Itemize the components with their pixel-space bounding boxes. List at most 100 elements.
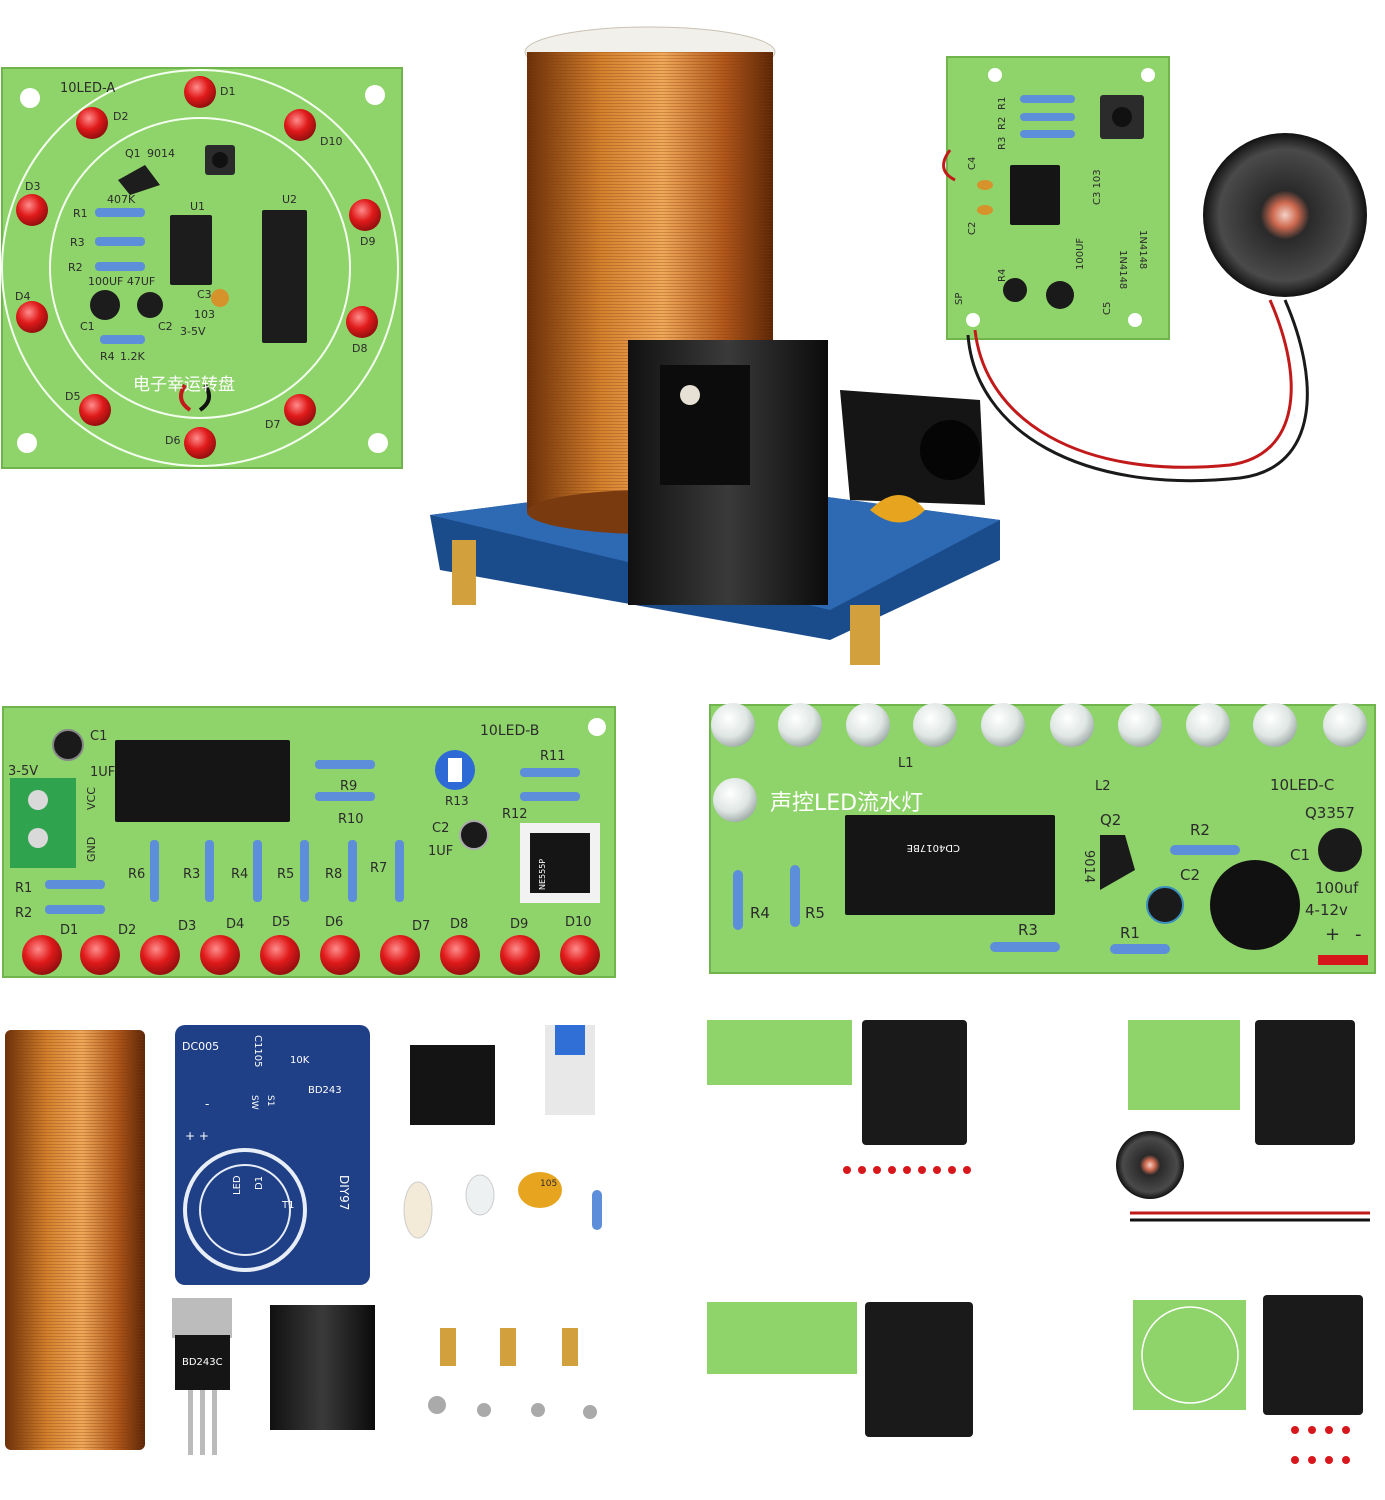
sound-label: 100UF: [1075, 238, 1086, 270]
r5-label: R5: [805, 904, 825, 922]
r4-value: 1.2K: [120, 350, 145, 363]
led-label: D2: [113, 110, 128, 123]
r4-label: R4: [100, 350, 115, 363]
board-a-resistors: [95, 208, 145, 344]
led-label: D9: [510, 917, 528, 932]
dc-label: DC005: [182, 1040, 219, 1053]
sound-label: C5: [1102, 302, 1113, 315]
sound-label: R1: [997, 97, 1008, 110]
sound-label: R3: [997, 137, 1008, 150]
board-c-leds: [711, 703, 1367, 822]
r2-label: R2: [15, 906, 32, 921]
resistor-label: R5: [277, 867, 294, 882]
r3-label: R3: [70, 236, 85, 249]
voltage-label: 3-5V: [8, 764, 38, 779]
c1-value: 1UF: [90, 765, 115, 780]
sound-label: 1N4148: [1137, 230, 1148, 269]
board-b-resistors: [45, 760, 580, 914]
led-label: D7: [412, 919, 430, 934]
q2-value: 9014: [1081, 850, 1096, 883]
led-label: D9: [360, 235, 375, 248]
c2-label: C2: [432, 821, 449, 836]
speaker-icon: [1203, 133, 1367, 297]
tesla-coil-assembled: [430, 26, 1000, 665]
board-b-model: 10LED-B: [480, 723, 539, 739]
r1-label: R1: [15, 881, 32, 896]
u1-label: U1: [190, 200, 205, 213]
resistor-label: R8: [325, 867, 342, 882]
sound-label: 1N4148: [1117, 250, 1128, 289]
r1-value: 10K: [290, 1055, 310, 1066]
resistor-label: R3: [183, 867, 200, 882]
led-label: D8: [352, 342, 367, 355]
ic-label: CD4017BE: [907, 842, 960, 853]
r12-label: R12: [502, 807, 528, 822]
led-label: D7: [265, 418, 280, 431]
sound-label: SP: [954, 293, 965, 305]
board-c-title: 声控LED流水灯: [770, 791, 923, 816]
r4-label: R4: [750, 904, 770, 922]
sw-label: SW: [249, 1095, 259, 1110]
cap-value: 105: [540, 1179, 557, 1189]
c2-label: C2: [158, 320, 173, 333]
board-b-leds: [22, 935, 600, 975]
c2-value: 1UF: [428, 844, 453, 859]
led-label: D2: [118, 923, 136, 938]
r10-label: R10: [338, 812, 364, 827]
sound-label: C2: [967, 222, 978, 235]
sound-board: R1 R2 R3 C4 C3 103 C2 1N4148 1N4148 R4 1…: [942, 56, 1367, 483]
u2-label: U2: [282, 193, 297, 206]
c1-label: C1: [1290, 846, 1310, 864]
board-b-flowing: 10LED-B C1 1UF 3-5V VCC GND R9 R10 R11 R…: [2, 706, 616, 978]
sound-label: C3 103: [1092, 169, 1103, 205]
board-a-led-labels: D1 D2 D3 D4 D5 D6 D7 D8 D9 D10: [15, 85, 375, 447]
c3-label: C3: [197, 288, 212, 301]
board-a-leds: [16, 76, 381, 459]
voltage-label: 3-5V: [180, 325, 206, 338]
led-label: D1: [60, 923, 78, 938]
board-b-resistor-labels: R6 R3 R4 R5 R8 R7: [128, 861, 387, 882]
l2-label: L2: [1095, 779, 1111, 794]
q2-label: Q2: [1100, 811, 1121, 829]
vcc-label: VCC: [85, 787, 98, 810]
c2-label: C2: [1180, 866, 1200, 884]
led-label: D8: [450, 917, 468, 932]
board-c-model: 10LED-C: [1270, 776, 1334, 794]
board-b-led-labels: D1 D2 D3 D4 D5 D6 D7 D8 D9 D10: [60, 915, 592, 938]
r9-label: R9: [340, 779, 357, 794]
l1-label: L1: [898, 756, 914, 771]
led-label: D10: [320, 135, 342, 148]
c3-value: 103: [194, 308, 215, 321]
minus-sign: -: [1355, 924, 1362, 945]
board-c-voice: L1 L2 10LED-C 声控LED流水灯 CD4017BE Q2 9014 …: [709, 703, 1376, 974]
sound-label: C4: [967, 157, 978, 170]
ic-label: NE555P: [538, 859, 547, 890]
voltage-label: 4-12v: [1305, 901, 1348, 919]
c-values: 100UF 47UF: [88, 275, 155, 288]
r1-label: R1: [1120, 924, 1140, 942]
transistor-label: BD243C: [182, 1357, 223, 1368]
cap-value: 100uf: [1315, 879, 1359, 897]
led-label: D4: [226, 917, 244, 932]
sound-label: R4: [997, 269, 1008, 282]
q1-label: Q1: [125, 147, 141, 160]
kit-thumbnails: [707, 1020, 1370, 1464]
c1-label: C1: [80, 320, 95, 333]
s1-label: S1: [265, 1095, 275, 1106]
r1-value: 407K: [107, 193, 136, 206]
sound-resistors: [1020, 95, 1075, 138]
board-a-roulette: 10LED-A D1 D2 D3 D4 D5 D6 D7 D8 D9 D10: [1, 67, 403, 469]
board-a-model: 10LED-A: [60, 81, 115, 96]
led-label: D6: [325, 915, 343, 930]
led-label: D1: [220, 85, 235, 98]
sound-label: R2: [997, 117, 1008, 130]
board-a-title: 电子幸运转盘: [133, 375, 235, 395]
led-label: D6: [165, 434, 180, 447]
led-label: D5: [65, 390, 80, 403]
c1-label: C1105: [252, 1035, 263, 1067]
led-label: LED: [232, 1175, 243, 1195]
q1-value: 9014: [147, 147, 175, 160]
led-label: D3: [178, 919, 196, 934]
resistor-label: R7: [370, 861, 387, 876]
